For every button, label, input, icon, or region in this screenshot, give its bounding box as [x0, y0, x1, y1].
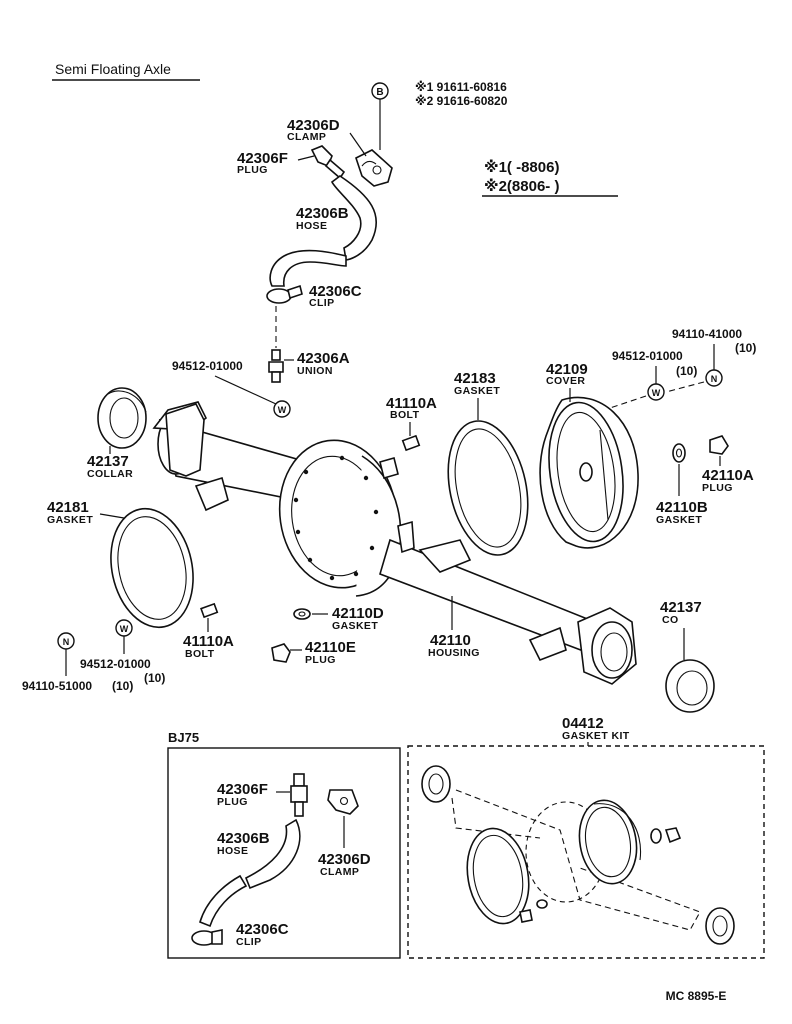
collar-right-shape [665, 659, 715, 713]
bolt-ref-1: ※1 91611-60816 [415, 80, 507, 94]
collar-number: 42137 [87, 453, 129, 470]
housing-name: HOUSING [428, 647, 480, 659]
bolt-ref-2: ※2 91616-60820 [415, 94, 508, 108]
bolt-bottom-number: 41110A [183, 633, 234, 650]
bolt-top-shape [401, 434, 421, 452]
diagram-code: MC 8895-E [666, 989, 727, 1003]
union-shape [268, 349, 284, 383]
washer-right-number: 94512-01000 [612, 349, 683, 363]
gasket-kit-shape [421, 765, 735, 945]
cover-name: COVER [546, 375, 585, 387]
gasket-kit-number: 04412 [562, 715, 604, 732]
svg-text:N: N [63, 637, 70, 647]
plug-right-name: PLUG [702, 482, 733, 494]
bolt-bottom-name: BOLT [185, 648, 215, 660]
collar-name: COLLAR [87, 468, 133, 480]
svg-text:N: N [711, 374, 718, 384]
gasket-cover-number: 42183 [454, 370, 496, 387]
diagram-title: Semi Floating Axle [55, 61, 171, 77]
gasket-kit-frame [407, 745, 765, 959]
plug-right-number: 42110A [702, 467, 754, 484]
gasket-left-number: 42181 [47, 499, 89, 516]
bolt-bottom-shape [200, 602, 219, 619]
inset-title: BJ75 [168, 730, 199, 745]
gasket-right-shape [672, 443, 686, 463]
washer-left-marker: W [273, 400, 291, 418]
collar-shape [97, 387, 147, 449]
cover-shape [539, 396, 639, 549]
plug-top-number: 42306F [237, 150, 288, 167]
plug-right-shape [709, 435, 729, 455]
cover-number: 42109 [546, 361, 588, 378]
svg-text:W: W [652, 388, 661, 398]
inset-clip-shape [191, 929, 223, 946]
bolt-ref-marker: B [371, 82, 389, 100]
clip-top-shape [266, 284, 303, 304]
washer-bottom-qty: (10) [144, 671, 165, 685]
housing-number: 42110 [430, 632, 471, 649]
bolt-top-number: 41110A [386, 395, 437, 412]
union-number: 42306A [297, 350, 350, 367]
svg-text:B: B [376, 87, 383, 98]
gasket-cover-name: GASKET [454, 385, 500, 397]
clip-top-number: 42306C [309, 283, 362, 300]
plug-top-shape [310, 145, 346, 180]
washer-right-marker: W [647, 383, 665, 401]
nut-bottom-marker: N [57, 632, 75, 650]
washer-bottom-marker: W [115, 619, 133, 637]
legend-1: ※1( -8806) [484, 158, 559, 176]
housing-shape [152, 401, 637, 685]
gasket-left-shape [110, 507, 194, 629]
hose-top-number: 42306B [296, 205, 349, 222]
plug-mid-shape [271, 643, 291, 663]
nut-bottom-qty: (10) [112, 679, 133, 693]
legend-2: ※2(8806- ) [484, 177, 559, 195]
washer-bottom-number: 94512-01000 [80, 657, 151, 671]
inset-clamp-number: 42306D [318, 851, 371, 868]
collar-right-name: CO [662, 614, 679, 626]
plug-mid-number: 42110E [305, 639, 356, 656]
clamp-top-name: CLAMP [287, 131, 326, 143]
washer-left-number: 94512-01000 [172, 359, 243, 373]
clip-top-name: CLIP [309, 297, 335, 309]
gasket-mid-number: 42110D [332, 605, 384, 622]
svg-text:W: W [278, 405, 287, 415]
inset-clamp-name: CLAMP [320, 866, 359, 878]
inset-frame [167, 747, 401, 959]
svg-text:W: W [120, 624, 129, 634]
nut-right-number: 94110-41000 [672, 327, 742, 341]
nut-right-marker: N [705, 369, 723, 387]
inset-clip-number: 42306C [236, 921, 289, 938]
bolt-top-name: BOLT [390, 409, 420, 421]
inset-hose-number: 42306B [217, 830, 270, 847]
plug-mid-name: PLUG [305, 654, 336, 666]
gasket-cover-shape [447, 420, 529, 556]
gasket-left-name: GASKET [47, 514, 93, 526]
gasket-right-name: GASKET [656, 514, 702, 526]
inset-plug-number: 42306F [217, 781, 268, 798]
clamp-top-shape [355, 149, 393, 187]
hose-top-name: HOSE [296, 220, 327, 232]
inset-hose-name: HOSE [217, 845, 248, 857]
inset-plug-name: PLUG [217, 796, 248, 808]
nut-right-qty: (10) [735, 341, 756, 355]
gasket-mid-shape [293, 608, 311, 620]
inset-hose-shape [244, 818, 301, 890]
collar-right-number: 42137 [660, 599, 702, 616]
gasket-mid-name: GASKET [332, 620, 378, 632]
gasket-kit-name: GASKET KIT [562, 730, 630, 742]
inset-clip-name: CLIP [236, 936, 262, 948]
inset-plug-shape [290, 773, 308, 817]
clamp-top-number: 42306D [287, 117, 340, 134]
union-name: UNION [297, 365, 333, 377]
washer-right-qty: (10) [676, 364, 697, 378]
nut-bottom-number: 94110-51000 [22, 679, 92, 693]
gasket-right-number: 42110B [656, 499, 708, 516]
plug-top-name: PLUG [237, 164, 268, 176]
inset-clamp-shape [327, 789, 359, 815]
